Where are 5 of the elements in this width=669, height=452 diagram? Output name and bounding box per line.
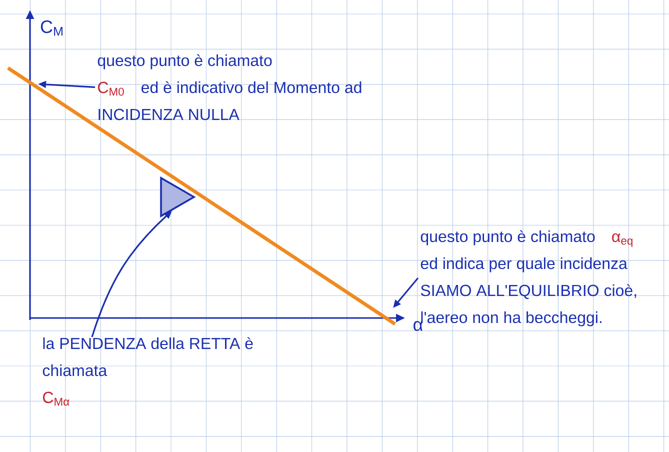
axis-label: C$_{M}$ (40, 20, 62, 36)
note-text: la PENDENZA della RETTA è chiamata C$_{Mα}$ (42, 337, 253, 406)
note-text: questo punto è chiamato α$_{eq}$ ed indica per quale incidenza SIAMO ALL'EQUILIBRIO cioè, l'aereo non ha beccheggi. (420, 230, 636, 326)
axis-label: α (414, 321, 423, 331)
note-text: questo punto è chiamato C$_{M0}$ ed è indicativo del Momento ad INCIDENZA NULLA (98, 54, 362, 120)
